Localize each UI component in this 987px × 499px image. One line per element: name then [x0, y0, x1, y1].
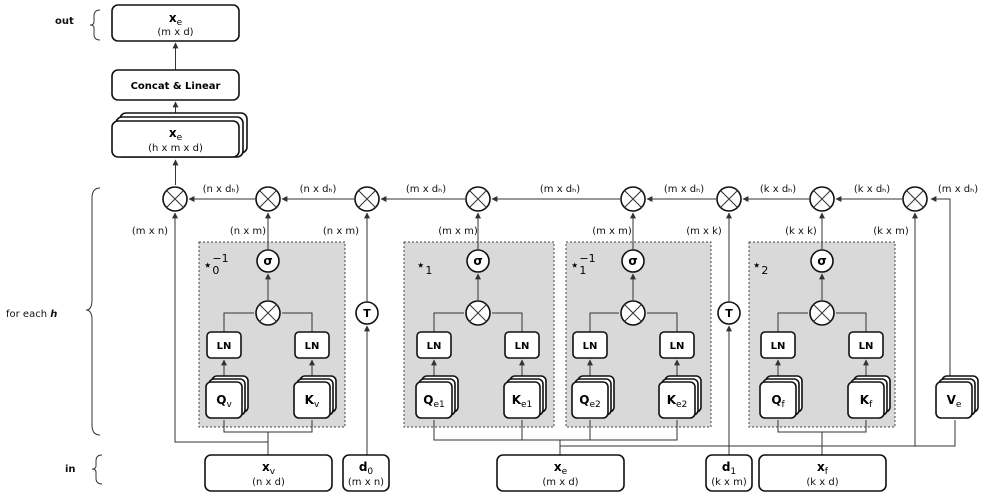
- flow-label-7: (k x dₕ): [854, 184, 890, 195]
- input-xe-box: [496, 454, 625, 492]
- q-v-label: Qv: [216, 393, 232, 410]
- input-xv-dim: (n x d): [252, 477, 285, 488]
- input-xe-dim: (m x d): [542, 477, 578, 488]
- k-e2-label: Ke2: [667, 393, 688, 410]
- v-e-label: Ve: [947, 393, 962, 410]
- side-label-8: (k x m): [873, 226, 909, 237]
- k-f-label: Kf: [860, 393, 873, 410]
- svg-text:LN: LN: [427, 341, 442, 352]
- loop-label: for each h: [6, 309, 57, 320]
- inner-multiply-nodes: [255, 300, 835, 326]
- svg-text:LN: LN: [771, 341, 786, 352]
- svg-text:LN: LN: [515, 341, 530, 352]
- in-brace: [91, 454, 103, 485]
- block-1-star: ⋆1: [416, 256, 432, 277]
- svg-text:σ: σ: [817, 254, 826, 268]
- q-e1-label: Qe1: [423, 393, 444, 410]
- input-d0-sym: d0: [359, 460, 374, 477]
- output-box-dim: (m x d): [157, 27, 193, 38]
- input-d1-dim: (k x m): [711, 477, 747, 488]
- flow-label-5: (m x dₕ): [664, 184, 704, 195]
- block-2-star: ⋆1−1: [570, 252, 596, 277]
- svg-text:LN: LN: [670, 341, 685, 352]
- multiply-row: [162, 186, 928, 212]
- output-box: [111, 4, 240, 42]
- input-d0-box: [342, 454, 390, 492]
- flow-label-3: (m x dₕ): [406, 184, 446, 195]
- input-xf-box: [758, 454, 887, 492]
- side-label-6: (m x k): [686, 226, 722, 237]
- flow-label-4: (m x dₕ): [540, 184, 580, 195]
- heads-box: [111, 120, 240, 158]
- in-label: in: [65, 464, 76, 475]
- heads-box-sym: xe: [169, 126, 183, 143]
- side-label-3: (n x m): [323, 226, 359, 237]
- out-brace: [89, 9, 101, 41]
- sigma-nodes: σ σ σ σ: [256, 249, 834, 273]
- svg-text:LN: LN: [859, 341, 874, 352]
- svg-text:σ: σ: [628, 254, 637, 268]
- input-xv-box: [204, 454, 333, 492]
- flow-label-8: (m x dₕ): [938, 184, 978, 195]
- svg-text:σ: σ: [473, 254, 482, 268]
- svg-text:T: T: [725, 307, 733, 320]
- input-d1-sym: d1: [722, 460, 736, 477]
- side-label-4: (m x m): [438, 226, 478, 237]
- input-xf-dim: (k x d): [806, 477, 838, 488]
- out-label: out: [55, 16, 74, 27]
- svg-text:LN: LN: [583, 341, 598, 352]
- k-v-label: Kv: [305, 393, 320, 410]
- svg-text:LN: LN: [305, 341, 320, 352]
- flow-label-1: (n x dₕ): [203, 184, 240, 195]
- side-label-5: (m x m): [592, 226, 632, 237]
- flow-label-2: (n x dₕ): [300, 184, 337, 195]
- input-d0-dim: (m x n): [348, 477, 384, 488]
- input-xe-sym: xe: [554, 460, 568, 477]
- qk-boxes: Qv Kv Qe1 Ke1 Qe2 Ke2 Qf Kf Ve: [205, 375, 979, 419]
- side-label-2: (n x m): [230, 226, 266, 237]
- block-0-star: ⋆0−1: [203, 252, 229, 277]
- heads-box-dim: (h x m x d): [148, 143, 203, 154]
- k-e1-label: Ke1: [512, 393, 533, 410]
- input-d1-box: [705, 454, 753, 492]
- q-e2-label: Qe2: [579, 393, 600, 410]
- input-xv-sym: xv: [262, 460, 276, 477]
- ln-boxes: LN LN LN LN LN LN LN LN: [206, 331, 884, 359]
- block-3-star: ⋆2: [752, 256, 768, 277]
- loop-brace: [85, 187, 101, 436]
- q-f-label: Qf: [771, 393, 785, 410]
- flow-arrow-ve: [930, 196, 951, 380]
- output-box-sym: xe: [169, 11, 183, 28]
- concat-linear-label: Concat & Linear: [131, 81, 221, 92]
- svg-text:T: T: [363, 307, 371, 320]
- side-label-7: (k x k): [785, 226, 817, 237]
- flow-label-6: (k x dₕ): [760, 184, 796, 195]
- input-xf-sym: xf: [817, 460, 829, 477]
- svg-text:σ: σ: [263, 254, 272, 268]
- side-label-1: (m x n): [132, 226, 168, 237]
- concat-linear-box: [111, 69, 240, 101]
- svg-text:LN: LN: [217, 341, 232, 352]
